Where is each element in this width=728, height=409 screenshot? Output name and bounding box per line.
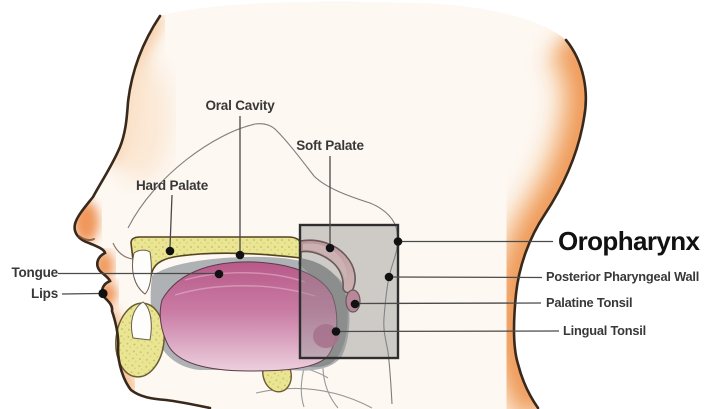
marker-dots — [98, 237, 403, 336]
nostril-line — [78, 235, 95, 241]
label-lips: Lips — [31, 286, 58, 301]
dot-hard-palate — [165, 246, 175, 256]
dot-palatine-tonsil — [350, 299, 360, 309]
head-back-outline — [512, 38, 588, 409]
leader-posterior-pharyngeal-wall — [388, 276, 543, 279]
soft-palate-shape — [299, 239, 356, 294]
label-oropharynx-title: Oropharynx — [558, 226, 700, 256]
face-contour-line — [127, 123, 398, 233]
dot-posterior-pharyngeal-wall — [384, 272, 394, 282]
dot-lingual-tonsil — [331, 327, 341, 336]
label-oral-cavity: Oral Cavity — [205, 98, 275, 113]
dot-tongue — [214, 269, 224, 279]
dot-lips — [98, 288, 108, 299]
soft-palate-highlight — [303, 243, 347, 280]
leader-lines — [58, 116, 560, 333]
dot-soft-palate — [325, 243, 335, 253]
anterior-spine-curl — [112, 242, 134, 260]
leader-lips — [61, 292, 100, 295]
face-profile-outline — [73, 14, 212, 409]
label-lingual-tonsil: Lingual Tonsil — [563, 323, 646, 338]
posterior-pharyngeal-wall-line — [383, 231, 399, 405]
label-tongue: Tongue — [11, 265, 58, 280]
dot-oropharynx — [393, 237, 403, 246]
label-posterior-pharyngeal-wall: Posterior Pharyngeal Wall — [546, 269, 700, 284]
label-soft-palate: Soft Palate — [296, 138, 364, 153]
label-palatine-tonsil: Palatine Tonsil — [546, 295, 633, 310]
dot-oral-cavity — [235, 250, 245, 260]
leader-hard-palate — [169, 194, 173, 248]
oropharynx-region-box — [298, 223, 400, 360]
leader-lingual-tonsil — [335, 330, 560, 333]
teeth — [130, 249, 152, 341]
leader-palatine-tonsil — [354, 302, 542, 305]
label-hard-palate: Hard Palate — [135, 178, 209, 193]
